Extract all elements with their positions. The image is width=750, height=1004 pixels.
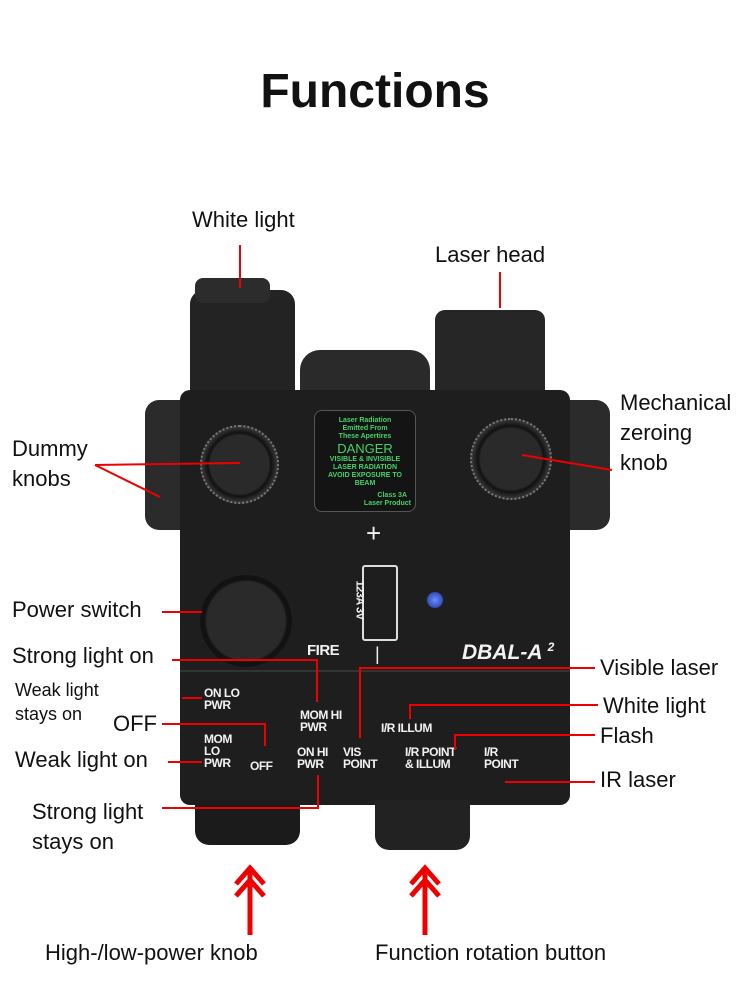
callout-line: Dummy [12,436,88,461]
callout-function-button: Function rotation button [375,940,607,965]
callout-off: OFF [113,711,157,736]
zeroing-knob-left [200,425,279,504]
callout-line: knob [620,450,668,475]
callout-line: knobs [12,466,71,491]
blue-led [427,592,443,608]
arrows [234,864,441,935]
warning-danger: DANGER [337,441,393,456]
function-rotation-button[interactable] [375,800,470,850]
warning-line: LASER RADIATION [332,464,398,471]
callout-power-knob: High-/low-power knob [45,940,258,965]
callout-white-light: White light [603,693,706,718]
warning-line: AVOID EXPOSURE TO [327,472,403,479]
callout-line: zeroing [620,420,693,445]
callout-dummy-knobs: Dummy knobs [12,434,88,494]
battery-compartment [362,565,398,641]
panel-on-hi-pwr: ON HI PWR [297,745,328,771]
panel-ir-point-illum: I/R POINT & ILLUM [405,745,456,771]
power-switch-button[interactable] [200,575,292,667]
callout-visible-laser: Visible laser [600,655,719,680]
callout-power-switch: Power switch [12,597,142,622]
callout-line: Mechanical [620,390,732,415]
warning-line: BEAM [354,480,376,487]
callout-weak-light-stays-on: Weak light stays on [15,678,99,726]
warning-line: Class 3A [377,492,407,499]
panel-ir-point: I/R POINT [484,745,519,771]
page-title: Functions [260,65,490,118]
callout-weak-light-on: Weak light on [15,747,148,772]
model-superscript: 2 [547,640,555,654]
warning-line: These Apertires [338,433,392,440]
panel-vis-point: VIS POINT [343,745,378,771]
panel-mom-hi-pwr: MOM HI PWR [300,708,342,734]
callout-line: stays on [15,704,83,724]
panel-on-lo-pwr: ON LO PWR [204,686,240,712]
callout-ir-laser: IR laser [600,767,676,792]
warning-line: VISIBLE & INVISIBLE [329,456,401,463]
panel-off: OFF [250,759,273,773]
white-light-head [190,290,295,400]
callout-strong-light-on: Strong light on [12,643,154,668]
plus-mark: + [366,518,381,548]
callout-line: Weak light [15,680,99,700]
warning-line: Laser Radiation [338,417,392,424]
zeroing-knob-right [470,418,552,500]
panel-mom-lo-pwr: MOM LO PWR [204,732,232,770]
panel-ir-illum: I/R ILLUM [381,721,432,735]
white-light-lever [195,278,270,303]
laser-head [435,310,545,390]
model-label: DBAL-A 2 [462,636,554,664]
callout-flash: Flash [600,723,654,748]
callout-zeroing-knob: Mechanical zeroing knob [620,388,731,478]
warning-line: Emitted From [342,425,388,432]
panel-divider [180,670,570,672]
model-name: DBAL-A [462,641,542,664]
callout-line: Strong light [32,799,144,824]
warning-line: Laser Product [363,500,411,507]
fire-label: FIRE [307,642,340,659]
laser-warning-label: Laser Radiation Emitted From These Apert… [314,410,416,512]
minus-mark: | [375,644,380,664]
callout-line: stays on [32,829,114,854]
callout-laser-head: Laser head [435,242,546,267]
callout-strong-light-stays-on: Strong light stays on [32,797,143,857]
callout-white-light-top: White light [192,207,295,232]
